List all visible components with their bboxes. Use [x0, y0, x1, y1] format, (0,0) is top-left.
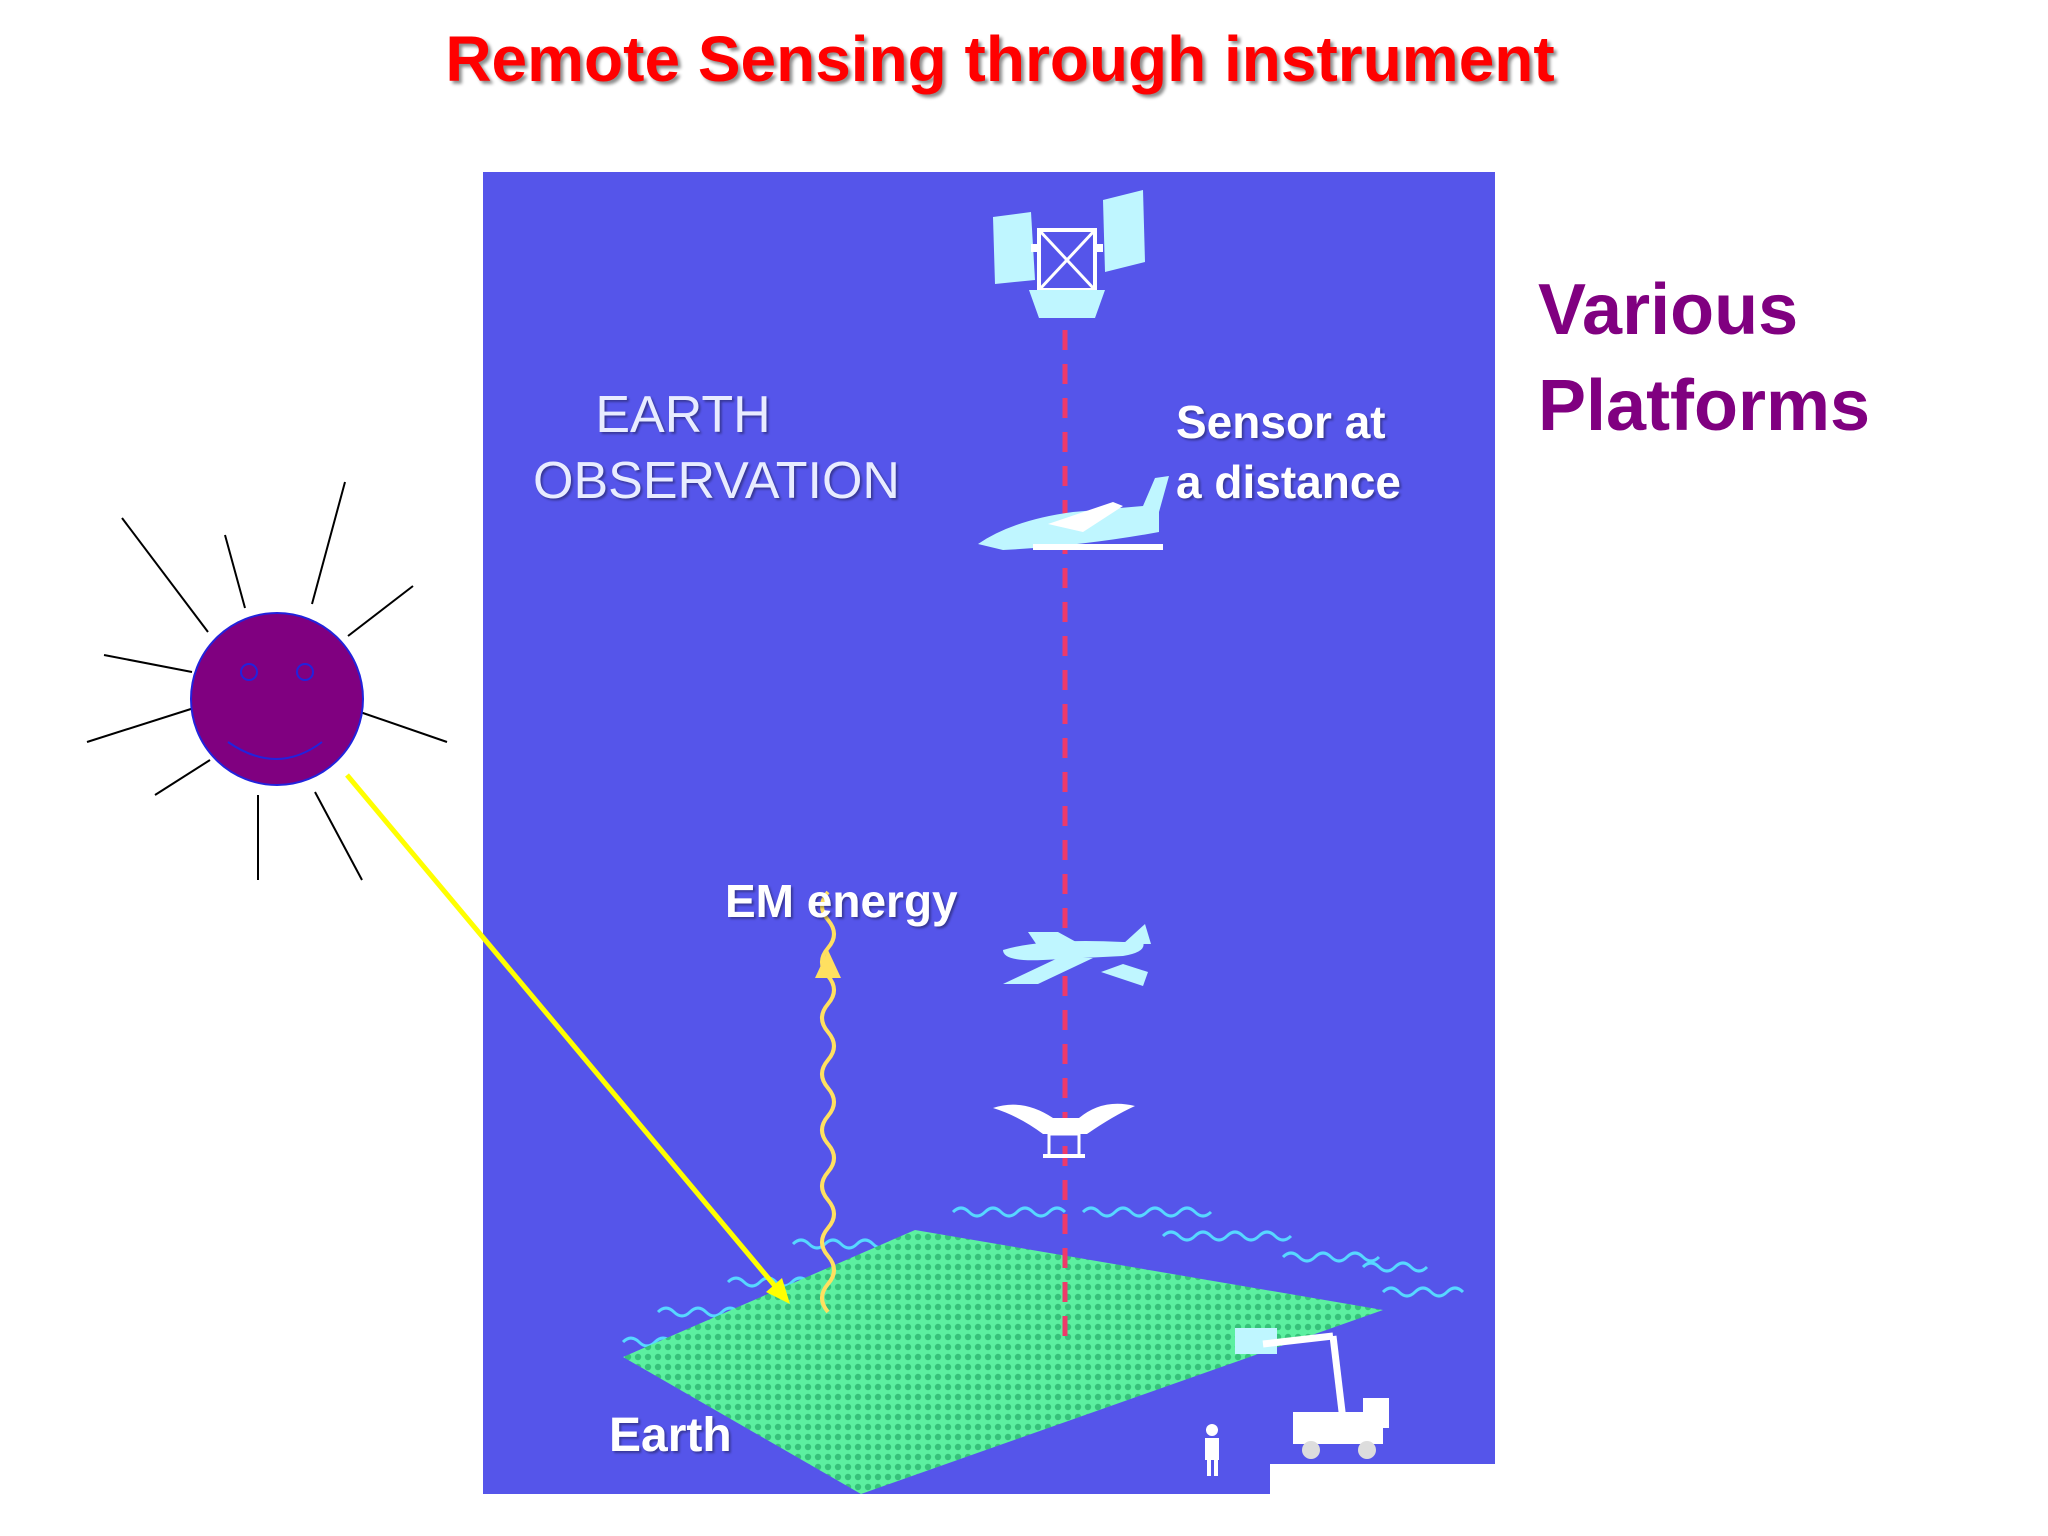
side-label-line-1: Various: [1538, 270, 1799, 350]
satellite-right-arm: [1093, 244, 1103, 252]
sun-left-eye: [240, 663, 258, 681]
satellite-base: [1029, 290, 1105, 318]
person-head: [1206, 1424, 1218, 1436]
satellite-right-panel: [1103, 190, 1145, 272]
sun-ray: [314, 791, 363, 881]
sunbeam-line: [345, 773, 782, 1294]
sensor-label: Sensor at a distance: [1176, 392, 1401, 512]
ripple: [1161, 1230, 1293, 1242]
earth-observation-panel: EARTH OBSERVATION Sensor at a distance E…: [483, 172, 1495, 1494]
person-body: [1205, 1438, 1219, 1460]
ripple: [1361, 1261, 1429, 1273]
sunbeam-arrowhead: [766, 1278, 790, 1304]
jet-wing: [1048, 502, 1123, 532]
slide-title: Remote Sensing through instrument: [445, 23, 1555, 95]
jet-icon: [978, 476, 1169, 550]
sun-ray: [347, 585, 414, 637]
airplane-tail: [1123, 924, 1151, 944]
sun-ray: [311, 481, 346, 605]
satellite-icon: [993, 190, 1145, 318]
ripple: [791, 1238, 891, 1250]
person-icon: [1205, 1424, 1219, 1476]
sun-ray: [154, 759, 211, 796]
em-energy-wave: [820, 890, 836, 1314]
sun-smile: [227, 741, 323, 760]
ripple: [951, 1206, 1067, 1218]
satellite-left-panel: [993, 212, 1035, 284]
various-platforms-label: Various Platforms: [1538, 262, 1870, 454]
sensor-line-1: Sensor at: [1176, 396, 1386, 448]
satellite-left-arm: [1031, 244, 1041, 252]
crane-truck-cab: [1363, 1398, 1389, 1428]
ripple: [1281, 1251, 1381, 1263]
sensor-line-2: a distance: [1176, 456, 1401, 508]
sun-face: [191, 613, 363, 785]
sun-ray: [224, 534, 246, 609]
heading-line-1: EARTH: [595, 386, 771, 444]
sun-face-outline: [190, 612, 364, 786]
person-leg: [1214, 1460, 1218, 1476]
person-leg: [1207, 1460, 1211, 1476]
satellite-brace: [1037, 228, 1097, 292]
ripple: [1081, 1206, 1213, 1218]
glider-icon: [993, 1103, 1135, 1158]
panel-graphics: [483, 172, 1495, 1494]
sun-ray: [103, 654, 193, 673]
em-energy-label: EM energy: [725, 875, 958, 927]
crane-truck-icon: [1235, 1328, 1389, 1459]
side-label-line-2: Platforms: [1538, 366, 1871, 446]
airplane-icon: [1003, 924, 1151, 986]
sun-ray: [121, 517, 209, 633]
glider-wings: [993, 1103, 1135, 1134]
up-arrow-icon: [815, 950, 841, 978]
panel-notch: [1270, 1464, 1495, 1494]
earth-ground: [623, 1230, 1383, 1494]
crane-boom-lower: [1329, 1335, 1347, 1421]
sun-ray: [86, 707, 195, 743]
airplane-lower-wing: [1003, 958, 1093, 984]
truck-wheel: [1358, 1441, 1376, 1459]
sun-right-eye: [296, 663, 314, 681]
ripple: [1381, 1286, 1465, 1298]
airplane-upper-wing: [1028, 932, 1098, 954]
airplane-tail-wing: [1101, 964, 1148, 986]
sun-ray: [359, 711, 448, 743]
truck-wheel: [1302, 1441, 1320, 1459]
jet-belly: [1033, 544, 1163, 550]
jet-fuselage: [978, 476, 1169, 550]
sun-rays: [86, 481, 448, 881]
earth-label: Earth: [609, 1409, 732, 1462]
crane-boom-upper: [1262, 1332, 1334, 1348]
